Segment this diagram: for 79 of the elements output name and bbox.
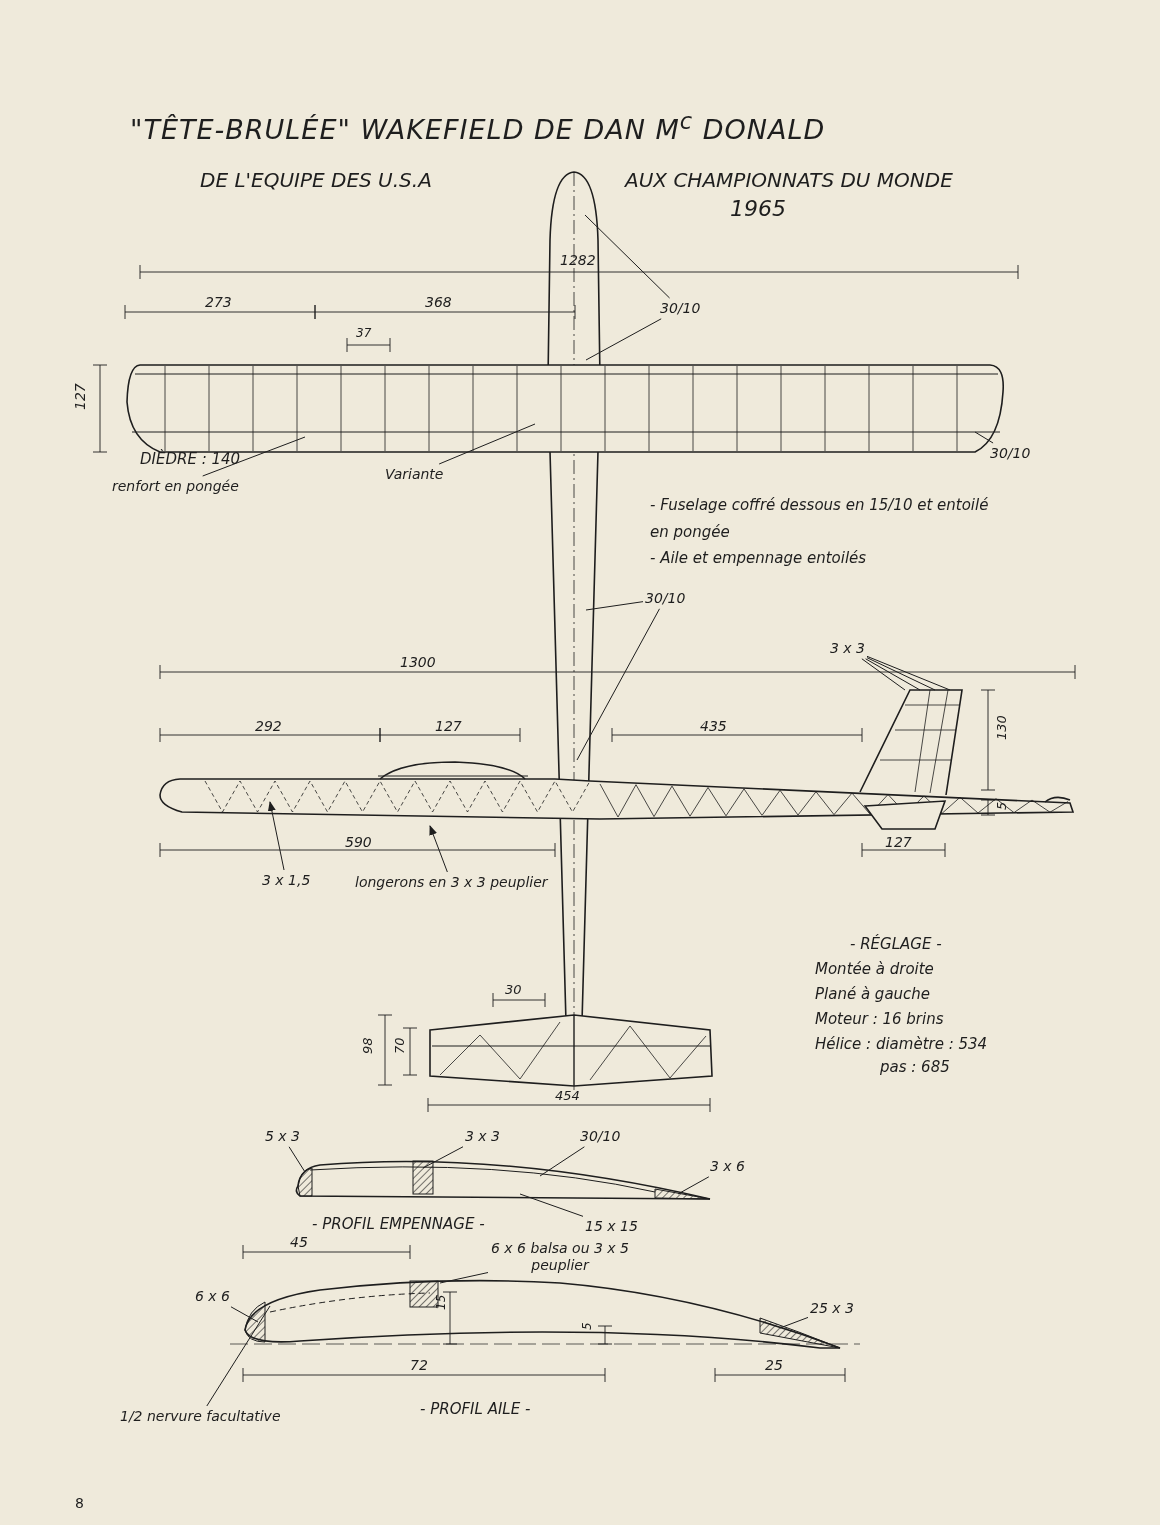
dimension-text: 292 xyxy=(255,718,282,735)
year-text: 1965 xyxy=(730,196,786,223)
leader-line xyxy=(202,436,306,477)
leader-line xyxy=(439,1272,489,1284)
callout-text: 30/10 xyxy=(580,1128,621,1145)
leader-line xyxy=(288,1146,306,1173)
callout-text: 6 x 6 balsa ou 3 x 5 peuplier xyxy=(490,1240,630,1274)
callout-text: Variante xyxy=(385,466,444,483)
leader-line xyxy=(422,1146,464,1169)
callout-text: 3 x 6 xyxy=(710,1158,745,1175)
callout-text: 3 x 3 xyxy=(465,1128,500,1145)
dimension-text: 5 xyxy=(994,801,1010,810)
dimension-text: 127 xyxy=(435,718,462,735)
heading-text: - PROFIL AILE - xyxy=(420,1400,531,1418)
dimension-text: 130 xyxy=(994,715,1010,740)
note-text: DIÈDRE : 140 xyxy=(140,450,241,468)
note-text: Hélice : diamètre : 534 xyxy=(815,1035,988,1053)
callout-text: 30/10 xyxy=(660,300,701,317)
leader-line xyxy=(438,423,536,465)
leader-line xyxy=(585,601,644,611)
leader-line xyxy=(866,657,936,691)
heading-text: - PROFIL EMPENNAGE - xyxy=(312,1215,485,1233)
callout-text: renfort en pongée xyxy=(112,478,239,495)
tailplane-profile-drawing xyxy=(295,1160,711,1200)
title: "TÊTE-BRULÉE" WAKEFIELD DE DAN M$^{c}$ DONALD xyxy=(130,108,826,145)
dimension-text: 273 xyxy=(205,294,232,311)
dimension-text: 45 xyxy=(290,1234,308,1251)
leader-line xyxy=(866,655,951,691)
note-text: - Aile et empennage entoilés xyxy=(650,548,868,569)
leader-line xyxy=(974,431,994,444)
callout-text: 6 x 6 xyxy=(195,1288,230,1305)
leader-line xyxy=(584,214,671,299)
leader-line xyxy=(677,1176,710,1195)
callout-text: 3 x 1,5 xyxy=(262,872,311,889)
callout-text: 30/10 xyxy=(990,445,1031,462)
leader-line xyxy=(779,1316,809,1329)
callout-text: 3 x 3 xyxy=(830,640,865,657)
dimension-text: 454 xyxy=(555,1088,580,1104)
callout-text: 25 x 3 xyxy=(810,1300,854,1317)
dimension-text: 37 xyxy=(356,326,372,341)
heading-text: AUX CHAMPIONNATS DU MONDE xyxy=(625,168,953,192)
leader-line xyxy=(585,318,662,361)
page-number: 8 xyxy=(75,1495,84,1512)
dimension-text: 435 xyxy=(700,718,727,735)
dimension-text: 72 xyxy=(410,1357,428,1374)
dimension-text: 127 xyxy=(72,383,89,410)
dimension-text: 5 xyxy=(580,1322,595,1330)
dimension-text: 70 xyxy=(392,1037,408,1054)
leader-line xyxy=(861,658,906,691)
note-text: Montée à droite xyxy=(815,960,934,978)
wing-profile-drawing xyxy=(229,1279,861,1349)
callout-text: 30/10 xyxy=(645,590,686,607)
dimension-text: 1300 xyxy=(400,654,436,671)
note-text: pas : 685 xyxy=(880,1058,950,1076)
leader-line xyxy=(429,825,448,873)
leader-line xyxy=(576,608,660,761)
heading-text: DE L'EQUIPE DES U.S.A xyxy=(200,168,432,192)
note-text: Plané à gauche xyxy=(815,985,931,1003)
callout-text: 1/2 nervure facultative xyxy=(120,1408,281,1425)
leader-line xyxy=(206,1305,271,1407)
leader-line xyxy=(519,1193,584,1217)
dimension-text: 1282 xyxy=(560,252,596,269)
dimension-text: 25 xyxy=(765,1357,783,1374)
dimension-text: 127 xyxy=(885,834,912,851)
note-text: - Fuselage coffré dessous en 15/10 et entoilé en pongée xyxy=(650,495,990,543)
side-view-drawing xyxy=(159,689,1074,830)
dimension-text: 15 xyxy=(434,1294,449,1310)
leader-line xyxy=(865,658,921,691)
note-text: Moteur : 16 brins xyxy=(815,1010,944,1028)
heading-text: - RÉGLAGE - xyxy=(850,935,942,953)
dimension-text: 368 xyxy=(425,294,452,311)
leader-line xyxy=(230,1306,259,1323)
dimension-text: 590 xyxy=(345,834,372,851)
callout-text: 5 x 3 xyxy=(265,1128,300,1145)
dimension-text: 30 xyxy=(505,982,522,998)
leader-line xyxy=(267,801,285,871)
leader-line xyxy=(539,1146,585,1177)
callout-text: 15 x 15 xyxy=(585,1218,638,1235)
dimension-text: 98 xyxy=(360,1037,376,1054)
